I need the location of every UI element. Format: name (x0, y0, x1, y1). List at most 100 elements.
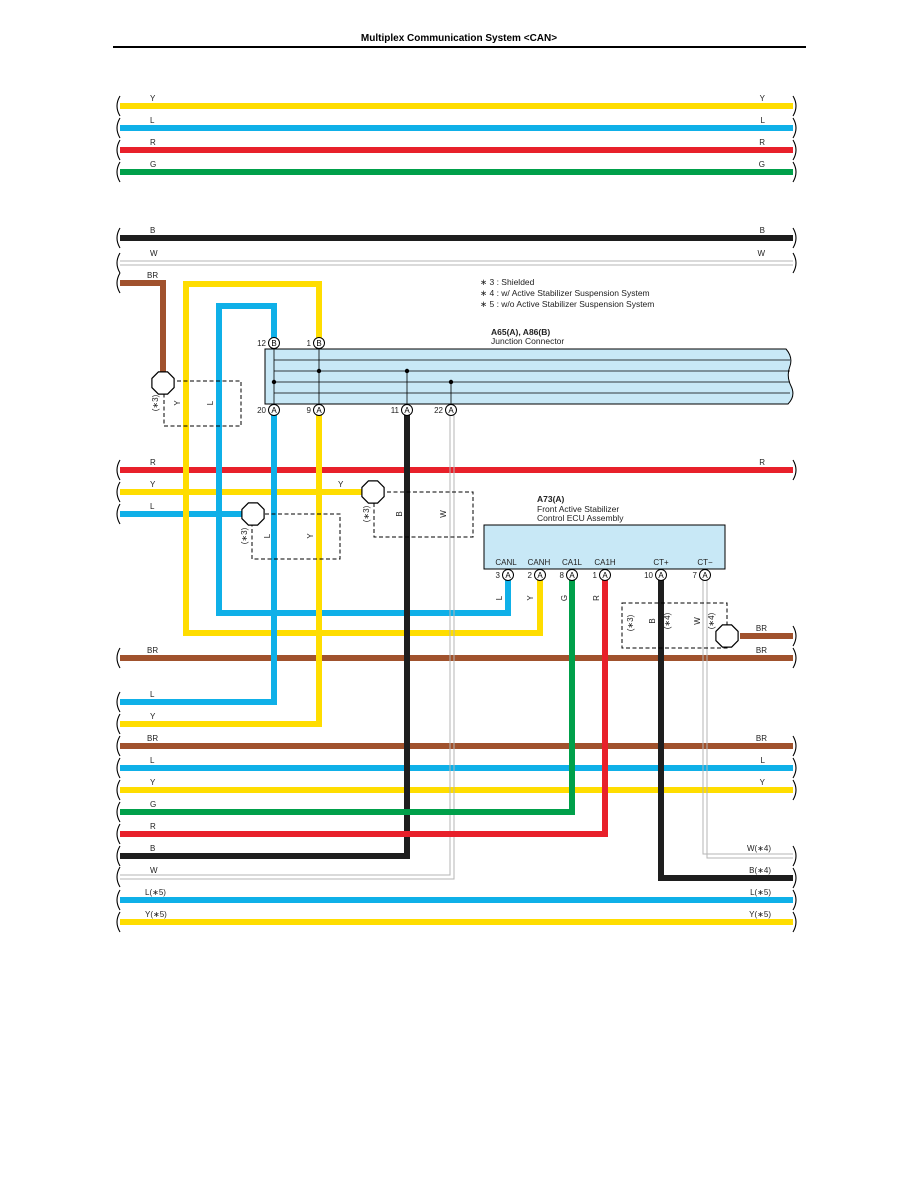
junction-connector (264, 348, 794, 405)
branch-label-3: B (395, 511, 404, 516)
left-bracket-9 (116, 503, 121, 525)
pin-3a: A3 (496, 569, 514, 581)
lbl-br-l: BR (147, 271, 158, 280)
lbl-top-l-l: L (150, 116, 155, 125)
pin-letter: B (316, 339, 321, 348)
pin-letter: A (602, 571, 608, 580)
pin-9a: A9 (307, 404, 325, 416)
wire-l-from-20 (120, 410, 277, 705)
right-bracket-8 (792, 647, 797, 669)
pin-number: 7 (693, 571, 698, 580)
note-1: ∗ 3 : Shielded (480, 277, 535, 287)
lbl-bot-r-l: R (150, 822, 156, 831)
wire-r-ca1h (120, 578, 608, 837)
lbl-w-r: W (757, 249, 765, 258)
lbl-l5-l: L(∗5) (145, 888, 166, 897)
pin-number: 11 (391, 406, 400, 415)
shield-label-1: (∗3) (151, 394, 160, 411)
branch-label-1: Y (173, 400, 182, 406)
lbl-ct-b-r: B(∗4) (749, 866, 771, 875)
pin-20a: A20 (257, 404, 280, 416)
text-labels: ∗ 3 : Shielded ∗ 4 : w/ Active Stabilize… (145, 94, 771, 919)
lbl-mid-y-l: Y (150, 480, 156, 489)
shield-label-6: (∗4) (707, 612, 716, 629)
shield-label-4: (∗3) (626, 614, 635, 631)
page-title: Multiplex Communication System <CAN> (360, 33, 558, 44)
right-bracket-4 (792, 227, 797, 249)
pin-letter: B (271, 339, 276, 348)
pin-letter: A (702, 571, 708, 580)
lbl-top-r-r: R (759, 138, 765, 147)
wire-w-ctm-b (706, 578, 793, 859)
horizontal-wires (120, 103, 793, 925)
lbl-top-g-l: G (150, 160, 156, 169)
lbl-mid-r-r: R (759, 458, 765, 467)
wire-g-ca1l (120, 578, 575, 815)
left-bracket-3 (116, 161, 121, 183)
shield-box-2 (373, 491, 474, 538)
left-bracket-20 (116, 889, 121, 911)
ecu-body (483, 524, 726, 570)
wire-br-to-shield (120, 280, 166, 372)
wire-y-from-9 (120, 410, 322, 727)
left-bracket-2 (116, 139, 121, 161)
pin-letter: A (505, 571, 511, 580)
branch-label-7: L (495, 595, 504, 600)
right-bracket-13 (792, 867, 797, 889)
pin-7a: A7 (693, 569, 711, 581)
branch-label-4: W (439, 510, 448, 518)
left-bracket-4 (116, 227, 121, 249)
ecu-terminal-ca1l: CA1L (562, 558, 583, 567)
shield-label-3: (∗3) (240, 527, 249, 544)
left-bracket-12 (116, 713, 121, 735)
pin-number: 10 (644, 571, 653, 580)
lbl-top-r-l: R (150, 138, 156, 147)
left-bracket-0 (116, 95, 121, 117)
lbl-mid-r-l: R (150, 458, 156, 467)
left-bracket-8 (116, 481, 121, 503)
left-bracket-7 (116, 459, 121, 481)
lbl-w-l: W (150, 249, 158, 258)
lbl-br-right: BR (756, 624, 767, 633)
lbl-bot-y-l: Y (150, 778, 156, 787)
lbl-top-g-r: G (759, 160, 765, 169)
shield-ground-2 (361, 480, 385, 504)
pin-number: 22 (434, 406, 443, 415)
lbl-mid-y-mid: Y (338, 480, 344, 489)
right-bracket-9 (792, 735, 797, 757)
branch-label-6: Y (306, 533, 315, 539)
pin-number: 20 (257, 406, 266, 415)
left-bracket-1 (116, 117, 121, 139)
ecu-box (483, 524, 726, 570)
wire-w-ctm-a (702, 578, 793, 855)
pin-letter: A (404, 406, 410, 415)
lbl-y5-l: Y(∗5) (145, 910, 167, 919)
wire-b-ctp (658, 578, 793, 881)
branch-label-2: L (206, 400, 215, 405)
ecu-terminal-ctm: CT− (697, 558, 713, 567)
pin-1a: A1 (593, 569, 611, 581)
pin-22a: A22 (434, 404, 457, 416)
lbl-y5-r: Y(∗5) (749, 910, 771, 919)
pin-number: 2 (528, 571, 533, 580)
left-bracket-17 (116, 823, 121, 845)
pin-number: 3 (496, 571, 501, 580)
junction-name: Junction Connector (491, 336, 564, 346)
title-rule (113, 46, 806, 48)
lbl-bot-w-l: W (150, 866, 158, 875)
left-bracket-15 (116, 779, 121, 801)
pin-letter: A (658, 571, 664, 580)
pin-number: 8 (560, 571, 565, 580)
lbl-mid-l-l: L (150, 502, 155, 511)
wire-end-brackets (116, 95, 797, 933)
ecu-terminal-canl: CANL (495, 558, 517, 567)
left-bracket-6 (116, 272, 121, 294)
wire-yellow-loop (183, 281, 543, 636)
lbl-top-y-r: Y (760, 94, 766, 103)
pin-2a: A2 (528, 569, 546, 581)
pin-number: 9 (307, 406, 312, 415)
right-bracket-11 (792, 779, 797, 801)
right-bracket-14 (792, 889, 797, 911)
lbl-bot-b-l: B (150, 844, 155, 853)
